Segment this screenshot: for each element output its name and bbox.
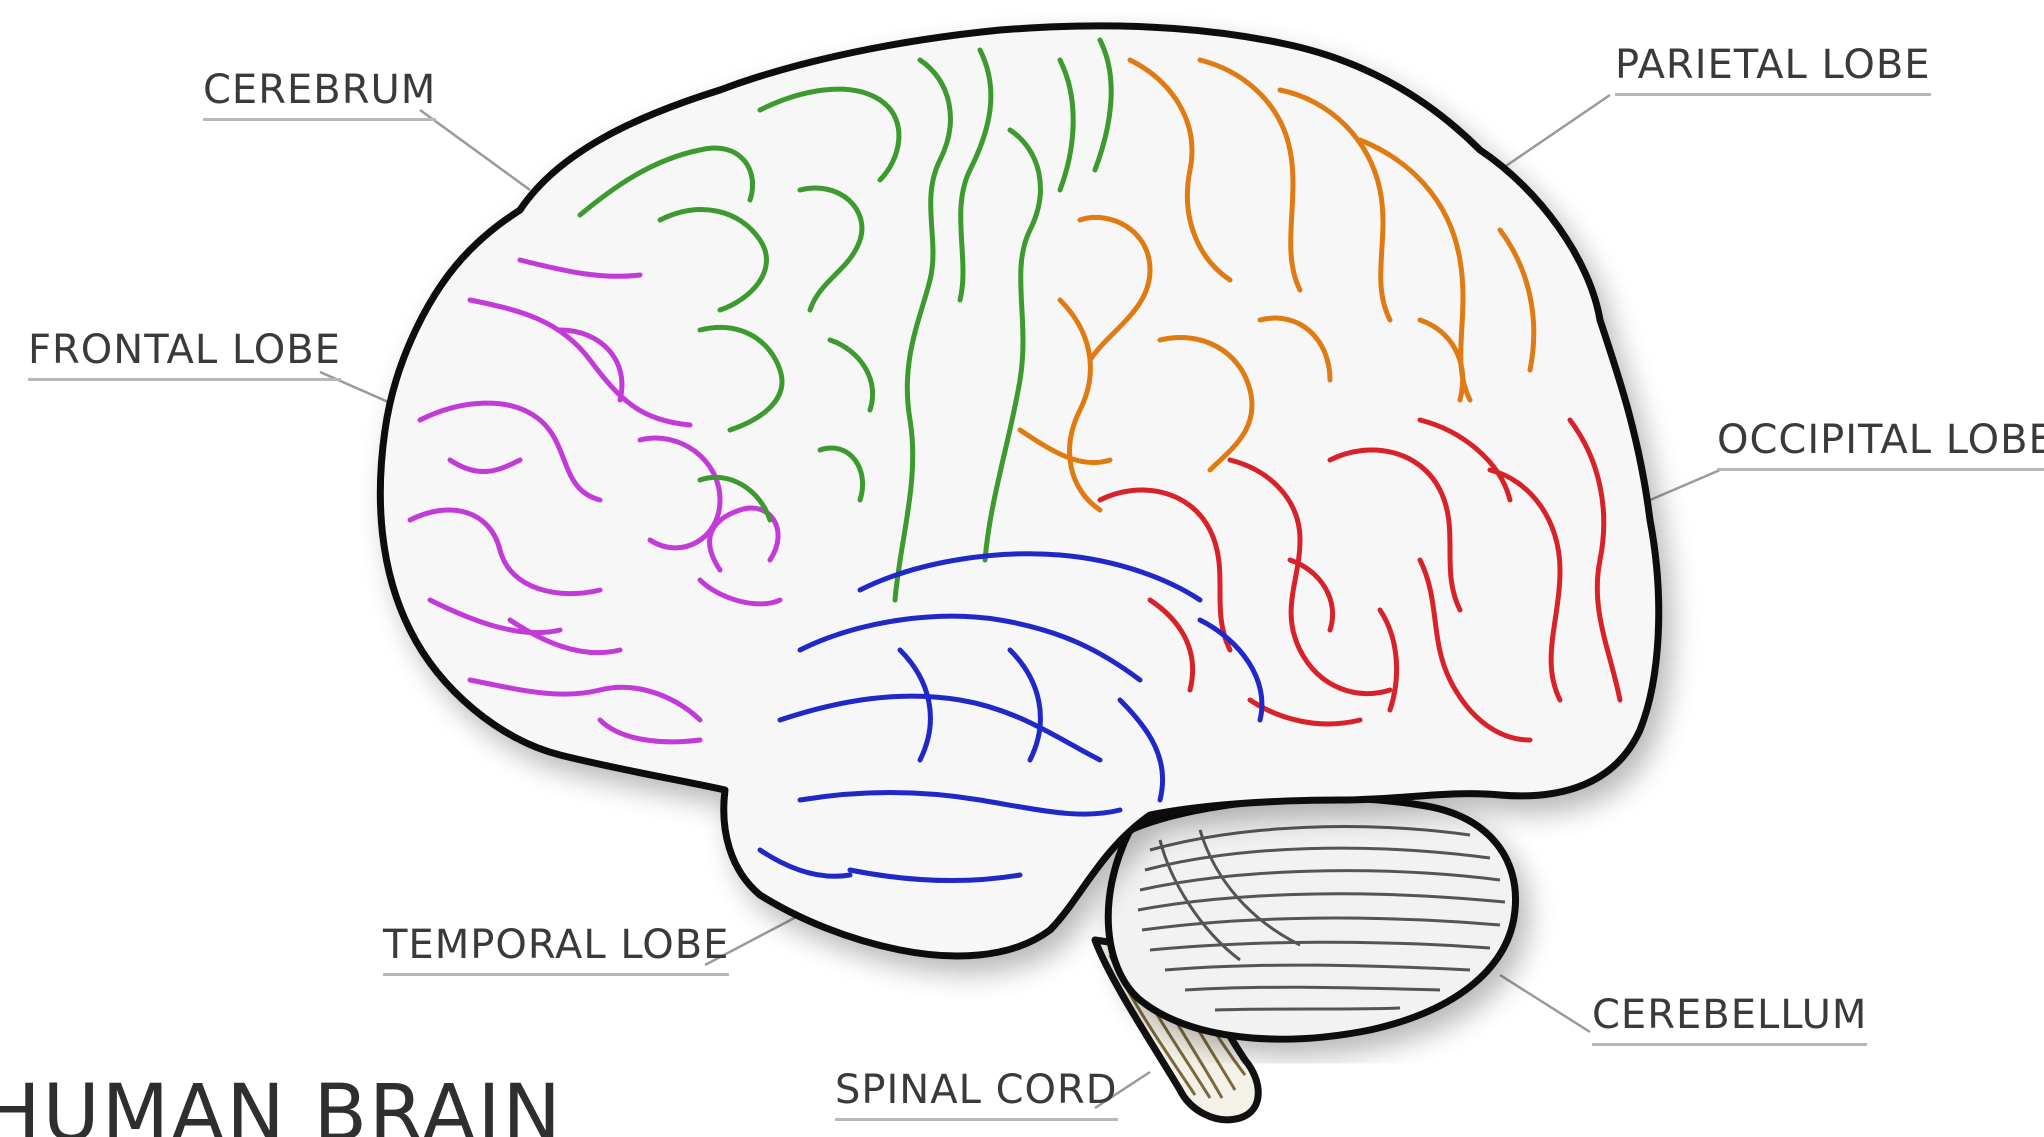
occipital-leader — [1650, 470, 1720, 500]
spinal-cord-label: SPINAL CORD — [835, 1070, 1118, 1121]
cerebrum-leader — [420, 110, 530, 190]
parietal-lobe-label: PARIETAL LOBE — [1615, 45, 1931, 96]
cerebellum-label: CEREBELLUM — [1592, 995, 1867, 1046]
diagram-title: HUMAN BRAIN — [0, 1075, 563, 1137]
cerebellum-leader — [1500, 975, 1590, 1032]
temporal-lobe-label: TEMPORAL LOBE — [383, 925, 729, 976]
frontal-lobe-label: FRONTAL LOBE — [28, 330, 341, 381]
parietal-leader — [1500, 95, 1610, 170]
occipital-lobe-label: OCCIPITAL LOBE — [1717, 420, 2044, 471]
cerebrum-label: CEREBRUM — [203, 70, 436, 121]
cerebellum-shape — [1108, 798, 1515, 1039]
